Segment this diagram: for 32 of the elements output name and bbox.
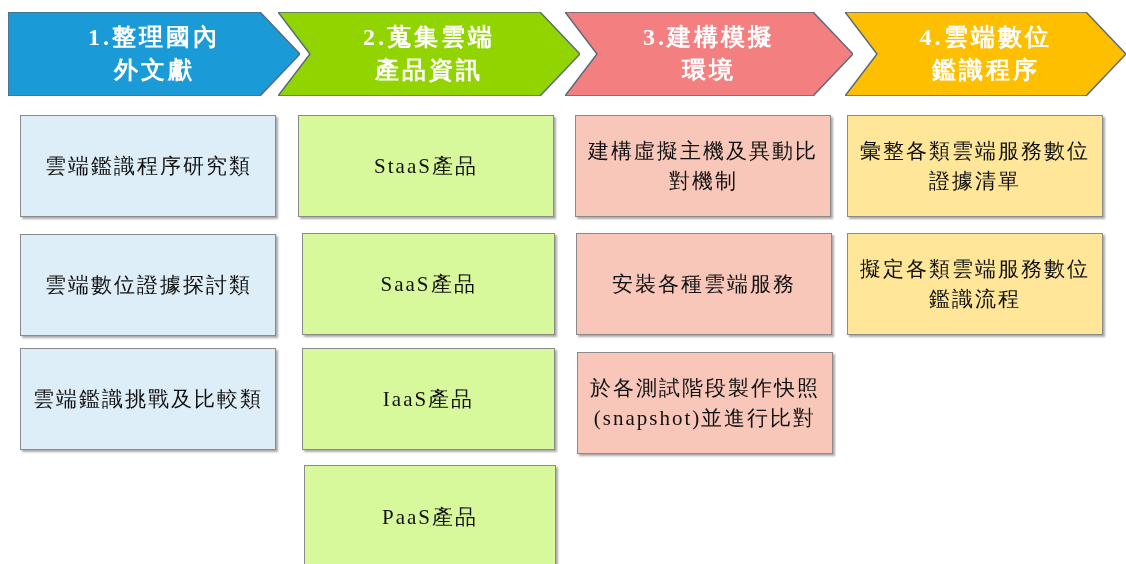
text-box: [575, 115, 831, 217]
chevron-step: [8, 12, 300, 96]
step-title: 4.雲端數位鑑識程序: [918, 23, 1053, 85]
item-text: 彙整各類雲端服務數位證據清單: [859, 138, 1091, 195]
chevron-step: [565, 12, 853, 96]
text-box: [847, 115, 1103, 217]
item-text: 建構虛擬主機及異動比對機制: [587, 138, 819, 195]
step-title: 3.建構模擬環境: [642, 23, 776, 85]
chevron-step: [845, 12, 1126, 96]
item-text: SaaS產品: [380, 271, 477, 298]
text-box: [298, 115, 554, 217]
item-text: 雲端鑑識程序研究類: [44, 153, 252, 180]
item-text: 安裝各種雲端服務: [612, 271, 796, 298]
item-text: 擬定各類雲端服務數位鑑識流程: [859, 256, 1091, 313]
text-box: [20, 234, 276, 336]
text-box: [302, 348, 555, 450]
item-text: 雲端數位證據探討類: [44, 272, 252, 299]
step-title: 1.整理國內外文獻: [87, 23, 221, 85]
text-box: [20, 115, 276, 217]
text-box: [304, 465, 556, 564]
text-box: [576, 233, 832, 335]
item-text: IaaS產品: [382, 386, 475, 413]
text-box: [20, 348, 276, 450]
text-box: [302, 233, 555, 335]
item-text: 於各測試階段製作快照(snapshot)並進行比對: [589, 375, 821, 432]
text-box: [847, 233, 1103, 335]
chevron-step: [278, 12, 580, 96]
item-text: 雲端鑑識挑戰及比較類: [33, 386, 263, 413]
step-title: 2.蒐集雲端產品資訊: [362, 23, 496, 85]
item-text: StaaS產品: [374, 153, 478, 180]
item-text: PaaS產品: [382, 504, 478, 531]
text-box: [577, 352, 833, 454]
